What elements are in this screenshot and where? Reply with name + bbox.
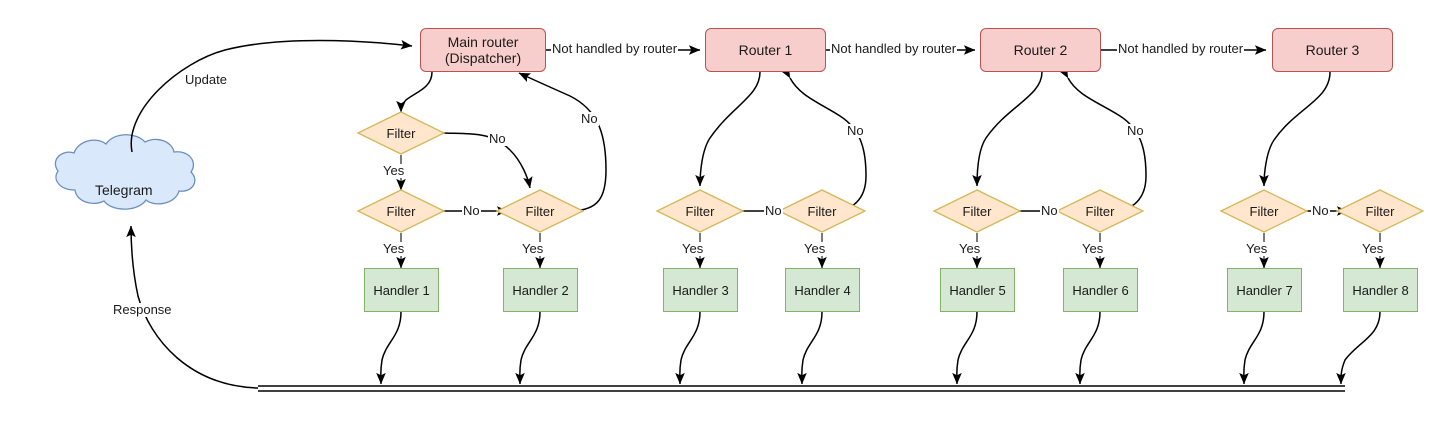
filter-shape-7 [1219,189,1309,233]
edge-label-yes-3: Yes [681,241,705,256]
edge-h2-to-bus [515,311,541,385]
edge-label-not-handled-2: Not handled by router [830,41,958,56]
node-handler-8[interactable]: Handler 8 [1343,268,1418,312]
edge-label-yes-top: Yes [382,163,406,178]
edge-label-yes-2: Yes [521,241,545,256]
edge-label-not-handled-3: Not handled by router [1117,41,1245,56]
edge-h8-to-bus [1336,311,1381,385]
edge-label-update: Update [184,72,228,87]
edge-r1-to-filter3 [695,71,761,187]
node-handler-1[interactable]: Handler 1 [364,268,439,312]
handler-7-label: Handler 7 [1236,282,1293,298]
router-2-label: Router 2 [1013,42,1068,58]
filter-label-8[interactable]: Filter [1365,203,1395,219]
node-handler-3[interactable]: Handler 3 [663,268,738,312]
filter-shape-2 [495,189,585,233]
edge-f4-no-back-r1 [780,65,867,212]
edge-h4-to-bus [797,311,823,385]
router-1-label: Router 1 [738,42,793,58]
main-router-line1: Main router [447,34,519,50]
node-router-1[interactable]: Router 1 [705,28,826,72]
edge-label-yes-1: Yes [382,241,406,256]
main-router-line2: (Dispatcher) [444,50,522,66]
filter-label-6[interactable]: Filter [1085,203,1115,219]
edge-f2-no-back [518,72,607,212]
filter-shape-8 [1335,189,1425,233]
node-main-router[interactable]: Main router (Dispatcher) [420,28,546,72]
router-3-label: Router 3 [1305,42,1360,58]
handler-5-label: Handler 5 [949,282,1006,298]
filter-label-0[interactable]: Filter [386,125,416,141]
filter-shape-5 [932,189,1022,233]
edge-h7-to-bus [1239,311,1265,385]
edge-r3-to-filter7 [1259,71,1331,187]
handler-6-label: Handler 6 [1072,282,1129,298]
handler-4-label: Handler 4 [794,282,851,298]
filter-label-7[interactable]: Filter [1249,203,1279,219]
edge-label-yes-7: Yes [1245,241,1269,256]
filter-shape-0 [356,111,446,155]
node-router-3[interactable]: Router 3 [1272,28,1393,72]
edge-h6-to-bus [1075,311,1101,385]
edge-label-no-3: No [1040,203,1059,218]
edge-label-no-a0: No [488,131,507,146]
filter-shape-4 [777,189,867,233]
edge-label-no-2: No [764,203,783,218]
edge-r2-to-filter5 [972,71,1043,187]
edge-label-no-back-1: No [846,123,865,138]
filter-label-4[interactable]: Filter [807,203,837,219]
node-handler-2[interactable]: Handler 2 [503,268,578,312]
telegram-label: Telegram [95,182,153,198]
filter-label-3[interactable]: Filter [685,203,715,219]
filter-shape-1 [356,189,446,233]
node-handler-6[interactable]: Handler 6 [1063,268,1138,312]
edge-label-yes-6: Yes [1081,241,1105,256]
node-router-2[interactable]: Router 2 [980,28,1101,72]
handler-8-label: Handler 8 [1352,282,1409,298]
handler-2-label: Handler 2 [512,282,569,298]
edge-f0-no [441,132,533,189]
telegram-cloud [54,134,196,210]
edge-label-yes-5: Yes [958,241,982,256]
filter-label-1[interactable]: Filter [386,203,416,219]
edge-h1-to-bus [376,311,402,385]
handler-1-label: Handler 1 [373,282,430,298]
edge-h5-to-bus [952,311,978,385]
edge-main-to-filter0 [396,71,433,113]
filter-label-2[interactable]: Filter [525,203,555,219]
edge-label-yes-8: Yes [1361,241,1385,256]
edge-label-not-handled-1: Not handled by router [551,41,679,56]
edge-update [130,39,413,153]
filter-label-5[interactable]: Filter [962,203,992,219]
edge-label-no-4: No [1311,203,1330,218]
edge-h3-to-bus [675,311,701,385]
edge-label-no-back-0: No [580,111,599,126]
filter-shape-6 [1055,189,1145,233]
node-handler-7[interactable]: Handler 7 [1227,268,1302,312]
edge-f6-no-back-r2 [1058,65,1147,212]
filter-shape-3 [655,189,745,233]
node-handler-4[interactable]: Handler 4 [785,268,860,312]
node-handler-5[interactable]: Handler 5 [940,268,1015,312]
handler-3-label: Handler 3 [672,282,729,298]
edge-label-no-back-2: No [1126,123,1145,138]
edge-label-no-1: No [462,203,481,218]
edge-label-response: Response [112,302,173,317]
edge-label-yes-4: Yes [803,241,827,256]
